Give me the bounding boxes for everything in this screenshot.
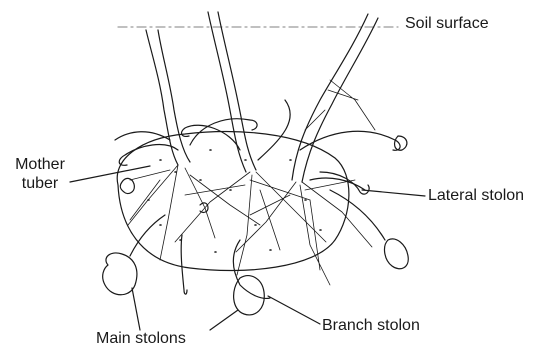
lateral-stolon-leader: [362, 190, 425, 196]
main-stolons-leader-2: [210, 310, 238, 330]
tuber-eye: [200, 203, 208, 213]
mother-tuber-leader: [70, 166, 150, 182]
roots: [128, 80, 375, 285]
soil-surface-label: Soil surface: [405, 14, 489, 33]
lateral-stolon-label: Lateral stolon: [428, 186, 524, 205]
branch-stolon-label: Branch stolon: [322, 316, 420, 335]
lateral-stolon: [320, 172, 369, 194]
mother-tuber-label: Mother tuber: [12, 155, 68, 193]
stem-middle: [208, 12, 256, 172]
stolons: [115, 100, 400, 298]
mother-tuber-label-line2: tuber: [12, 174, 68, 193]
main-stolons-leader-1: [132, 288, 140, 330]
branch-stolon-leader: [268, 296, 320, 324]
stem-right: [292, 14, 378, 182]
mother-tuber: [117, 132, 349, 271]
mother-tuber-label-line1: Mother: [12, 155, 68, 174]
main-stolons-label: Main stolons: [96, 329, 186, 348]
tuber-eye: [120, 178, 134, 193]
